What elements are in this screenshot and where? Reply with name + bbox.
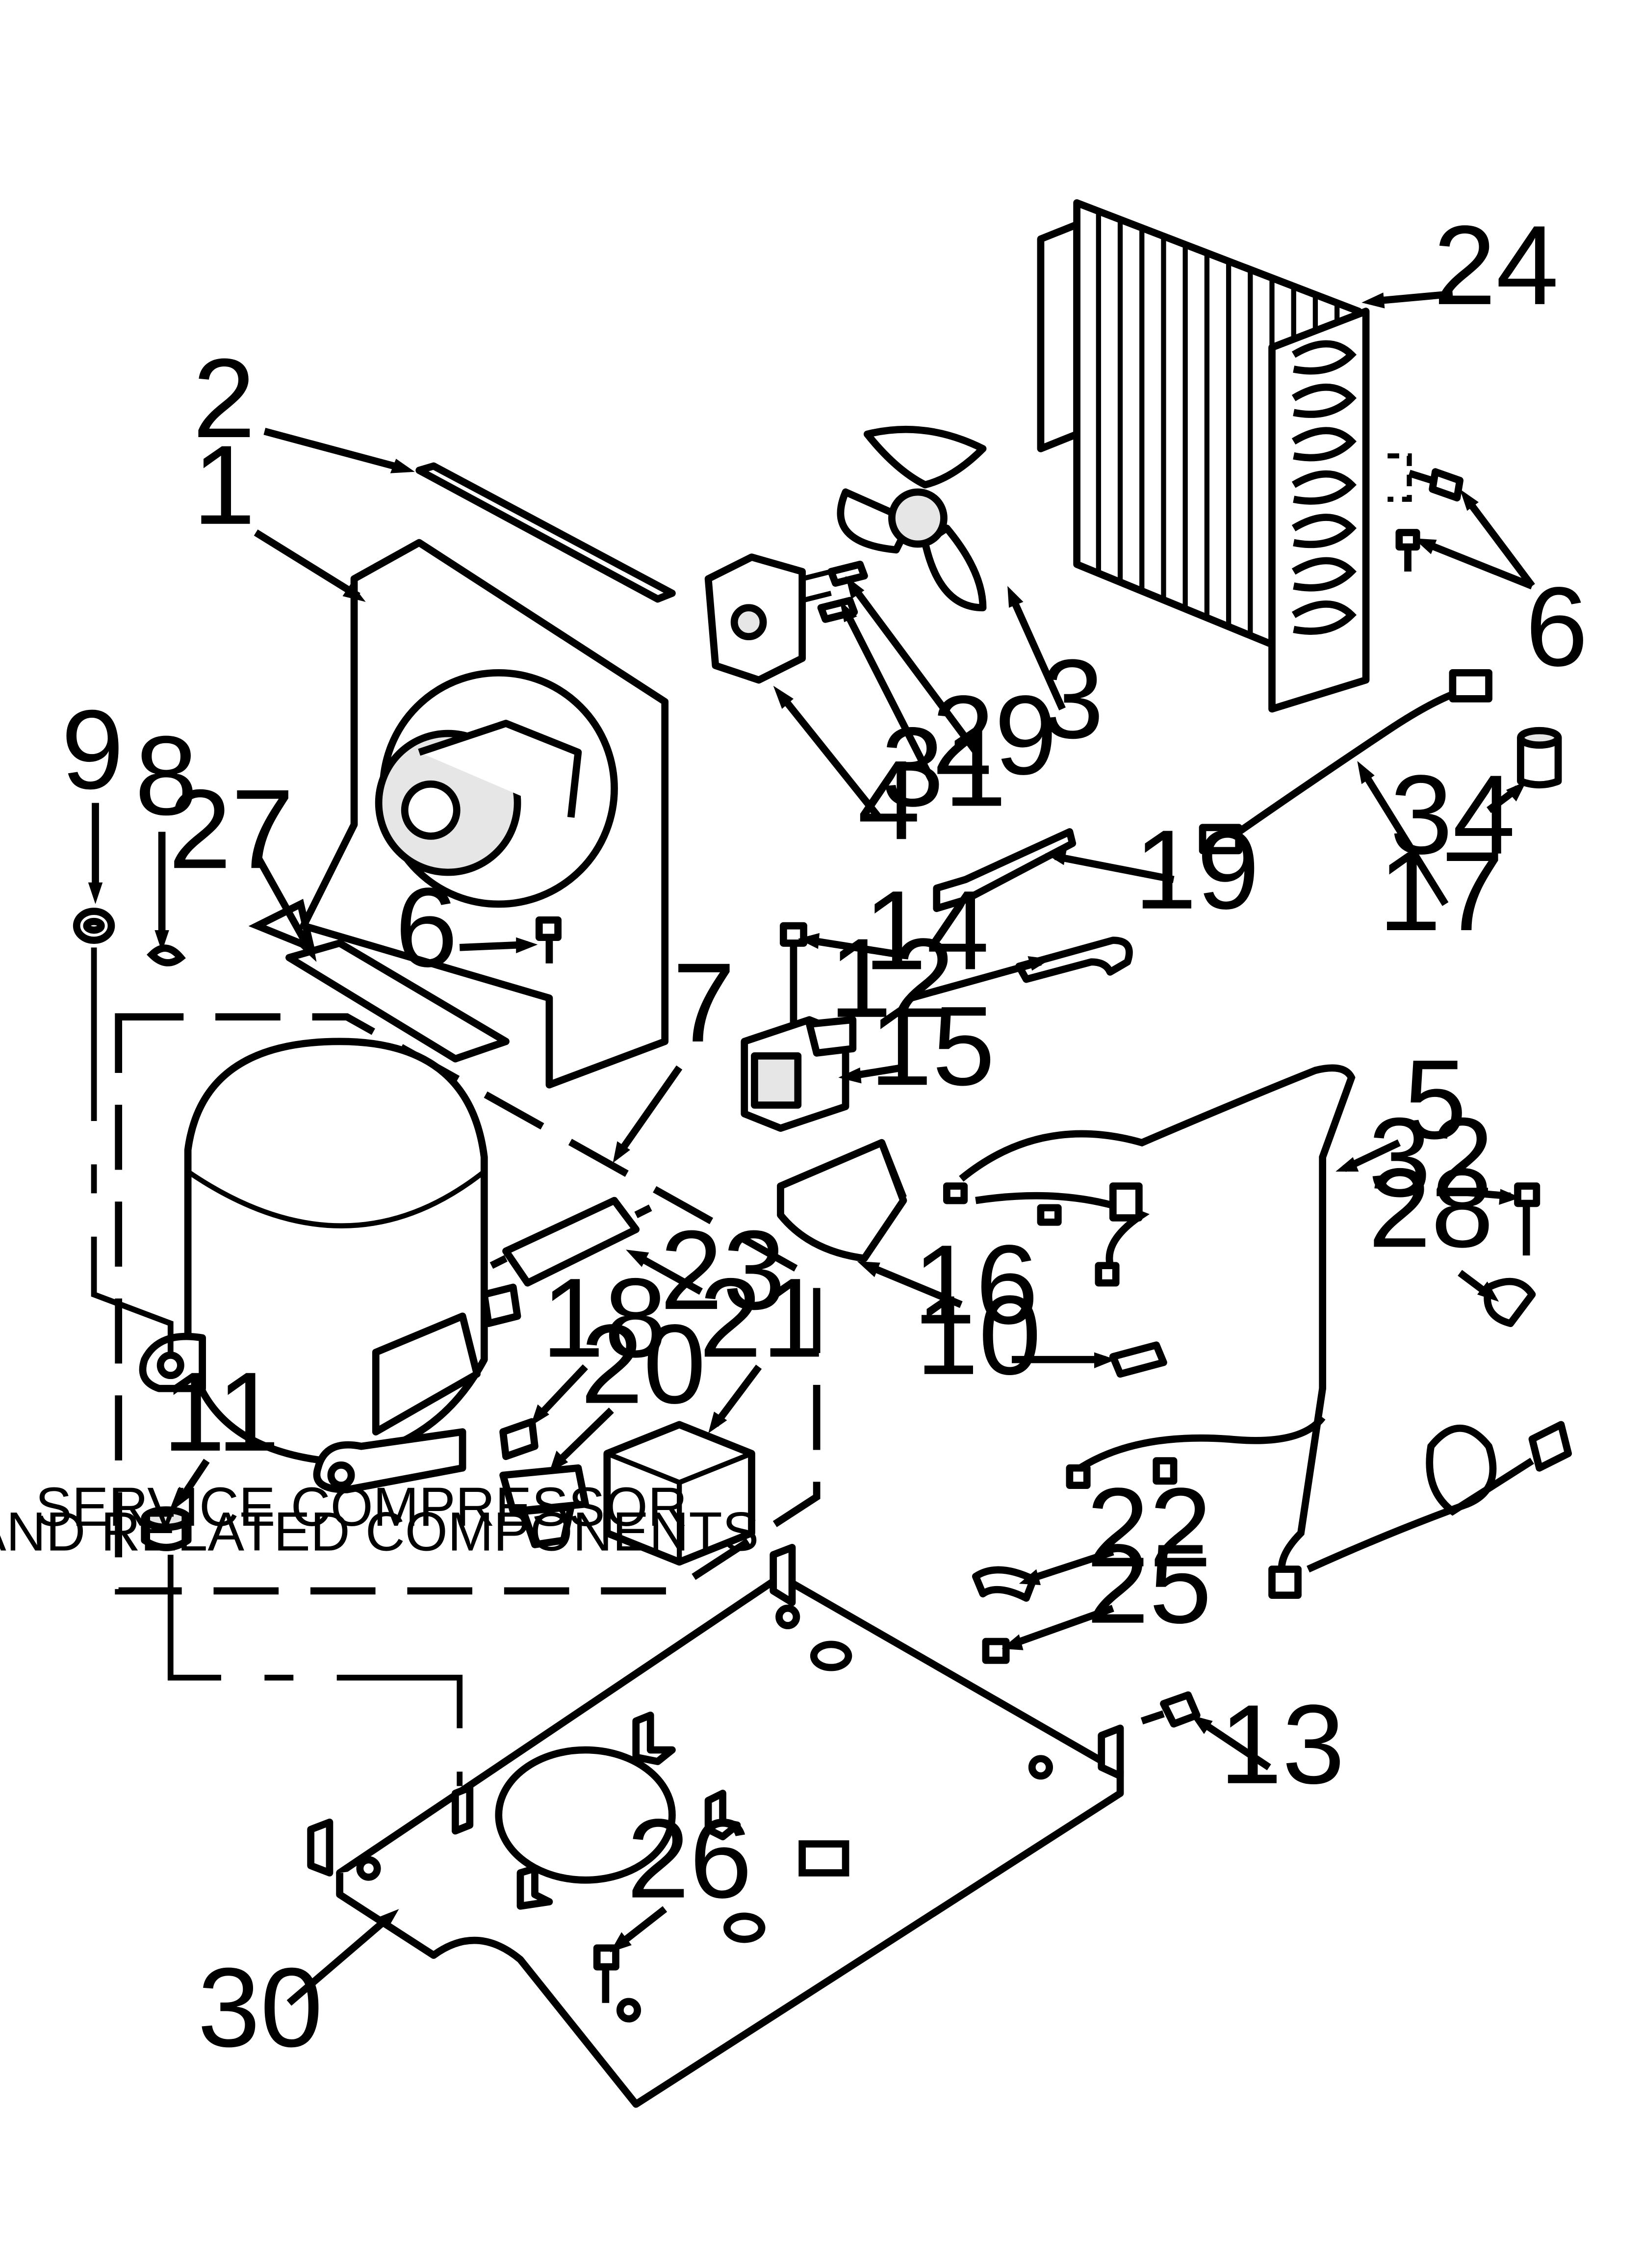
fan-blade — [837, 425, 987, 612]
solenoid-15 — [741, 1016, 857, 1132]
callout-10: 10 — [916, 1272, 1041, 1398]
callout-34: 34 — [1390, 752, 1515, 878]
screw-13 — [1140, 1691, 1201, 1728]
callout-6-shroud: 6 — [395, 864, 458, 991]
seal-strip-2 — [415, 462, 676, 603]
wire-harness-5 — [943, 1064, 1356, 1599]
clamp-28 — [1484, 1277, 1536, 1327]
callout-1: 1 — [193, 422, 256, 548]
callout-26: 26 — [627, 1796, 752, 1922]
service-note-line2: AND RELATED COMPONENTS — [0, 1501, 759, 1562]
callout-13: 13 — [1219, 1681, 1345, 1807]
callout-14: 14 — [864, 867, 989, 993]
callout-21: 21 — [699, 1254, 824, 1381]
screws-29-31 — [817, 560, 868, 623]
callout-8: 8 — [135, 712, 198, 838]
screw-32 — [1514, 1182, 1540, 1256]
callout-27: 27 — [169, 766, 294, 892]
screw-26 — [593, 1944, 619, 2003]
tube-12 — [1015, 937, 1133, 983]
callout-5: 5 — [1404, 1036, 1467, 1162]
filter-drier-23 — [489, 1197, 652, 1287]
callout-labels: 2 1 3 4 31 29 24 6 34 17 19 9 8 27 6 14 … — [61, 202, 1588, 2070]
grommet-11 — [141, 1506, 192, 1551]
callout-2: 2 — [193, 335, 256, 461]
callout-29: 29 — [932, 672, 1057, 798]
clip-10 — [1109, 1341, 1167, 1378]
mount-line-9 — [91, 947, 174, 1353]
capacitor-34 — [1517, 727, 1562, 789]
relay-20 — [499, 1464, 589, 1548]
bracket-16 — [777, 1139, 907, 1262]
base-pan-30 — [307, 1544, 1124, 2108]
screw-14 — [780, 922, 808, 1027]
fan-motor — [704, 553, 832, 684]
callout-12: 12 — [829, 915, 955, 1041]
callout-23: 23 — [660, 1207, 786, 1333]
service-note: SERVICE COMPRESSOR AND RELATED COMPONENT… — [0, 1476, 759, 1562]
fan-shroud — [300, 539, 669, 1089]
callout-15: 15 — [870, 983, 995, 1109]
service-note-line1: SERVICE COMPRESSOR — [35, 1476, 688, 1538]
screw-6-condenser — [1395, 468, 1464, 572]
callout-7: 7 — [672, 939, 735, 1066]
callout-4: 4 — [858, 737, 921, 863]
callout-18: 18 — [541, 1254, 667, 1381]
leader-lines — [88, 290, 1535, 2006]
capacitor-21 — [603, 1421, 755, 1566]
compressor — [139, 1038, 521, 1493]
callout-31: 31 — [881, 704, 1007, 830]
shroud-gasket-27 — [285, 939, 510, 1063]
overload-18 — [499, 1418, 539, 1460]
grommet-9 — [73, 908, 115, 944]
callout-24: 24 — [1433, 202, 1559, 328]
thermistor-17 — [1199, 669, 1492, 855]
callout-11: 11 — [163, 1349, 280, 1475]
callout-9: 9 — [61, 686, 124, 812]
callout-6-condenser: 6 — [1525, 564, 1588, 690]
callout-22: 22 — [1086, 1464, 1212, 1590]
condenser — [1037, 199, 1412, 713]
screw-25 — [982, 1638, 1010, 1664]
callout-28: 28 — [1368, 1145, 1494, 1271]
service-boundary — [115, 1013, 821, 1595]
screw-6-shroud — [535, 916, 562, 964]
tie-wrap-19 — [933, 828, 1077, 912]
callout-20: 20 — [581, 1301, 706, 1427]
callout-17: 17 — [1378, 828, 1504, 954]
callout-16: 16 — [913, 1222, 1038, 1348]
callout-25: 25 — [1086, 1521, 1212, 1647]
clip-8 — [147, 944, 186, 966]
power-cord — [1307, 1421, 1572, 1573]
callout-32: 32 — [1368, 1094, 1494, 1220]
callout-3: 3 — [1041, 636, 1104, 762]
callout-19: 19 — [1134, 807, 1259, 933]
mount-line-11 — [167, 1555, 463, 1786]
callout-30: 30 — [198, 1944, 323, 2070]
